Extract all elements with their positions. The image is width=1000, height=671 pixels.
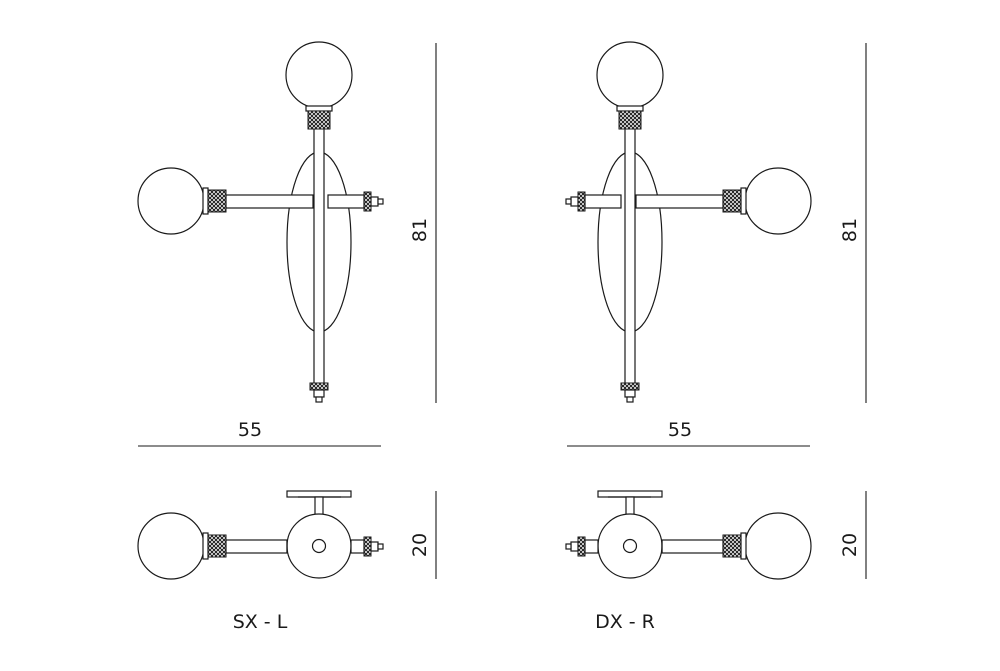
top-stub xyxy=(350,539,365,554)
depth-label-left: 20 xyxy=(409,533,431,557)
height-label-right: 81 xyxy=(839,218,861,242)
socket-knurl-left xyxy=(207,189,227,213)
ceiling-plate xyxy=(286,490,352,498)
globe-left xyxy=(137,167,205,235)
socket-knurl-top xyxy=(307,110,331,130)
variant-label-right: DX - R xyxy=(595,611,655,633)
bottom-pin xyxy=(315,396,323,403)
width-label-right: 55 xyxy=(668,419,692,441)
arm-left xyxy=(225,194,314,209)
front-view-right xyxy=(565,41,812,403)
globe-top xyxy=(285,41,353,109)
socket-ring-left xyxy=(202,187,209,215)
height-label-left: 81 xyxy=(409,218,431,242)
vertical-stem xyxy=(313,127,325,385)
top-arm xyxy=(225,539,288,554)
stub-knurl xyxy=(363,191,372,212)
globe-top-view xyxy=(137,512,205,580)
top-view-right xyxy=(565,490,812,580)
variant-label-left: SX - L xyxy=(233,611,288,633)
front-view-left xyxy=(137,41,384,403)
bottom-knurl xyxy=(309,382,329,391)
top-view-left xyxy=(137,490,384,580)
bottom-cap xyxy=(313,389,325,398)
width-label-left: 55 xyxy=(238,419,262,441)
socket-ring-top xyxy=(305,105,333,112)
stem-hole xyxy=(311,538,327,554)
stub-cap xyxy=(370,196,379,207)
depth-label-right: 20 xyxy=(839,533,861,557)
stub-pin xyxy=(377,198,384,205)
arm-stub xyxy=(327,194,365,209)
